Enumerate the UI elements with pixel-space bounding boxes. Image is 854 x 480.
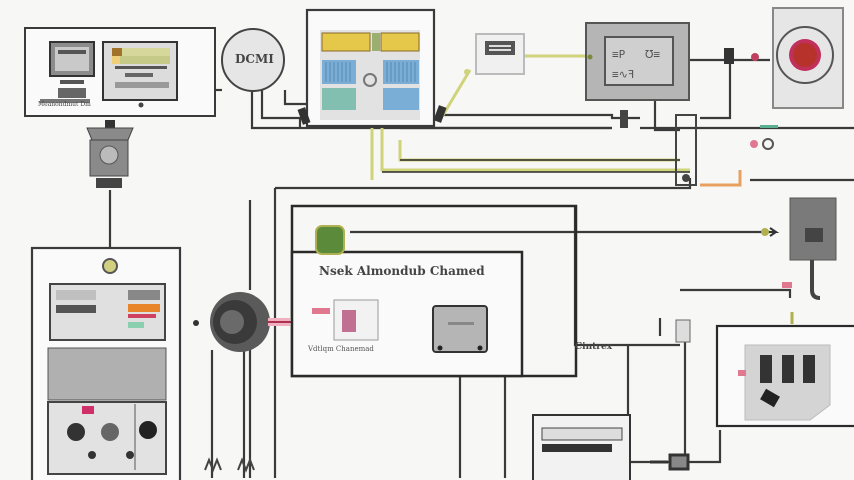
rack-icon[interactable] [320,30,420,120]
dcmi-label: DCMI [235,52,274,66]
svg-text:≡∿ꟻ: ≡∿ꟻ [612,68,634,81]
gauge-icon [86,120,134,188]
display-icon[interactable]: ≡P ℧≡ ≡∿ꟻ [585,22,690,101]
wire [440,113,640,120]
sensor-icon[interactable] [315,225,345,255]
wire-yellow [398,140,680,162]
wire [700,60,732,120]
switch-icon[interactable] [760,197,837,300]
relay-icon[interactable] [738,312,831,421]
sub-panel-label: Vdtlqm Chanemad [308,345,374,353]
wire [275,178,692,190]
controller-icon[interactable] [432,305,488,353]
svg-text:≡P: ≡P [612,48,626,61]
wire [260,90,302,128]
module-icon[interactable] [475,33,525,75]
clamp-icon [297,69,470,125]
wire-orange [700,170,742,187]
wire [573,205,680,347]
circle-node-icon[interactable] [221,28,285,92]
actuator-icon[interactable] [312,299,379,341]
cabinet-icon[interactable] [47,258,167,475]
terminal-icon[interactable] [532,414,690,480]
junction-icon [620,110,697,186]
key-sensor-icon [750,125,778,150]
enclosure-inner [290,250,524,378]
junction-box-icon [675,319,691,343]
stop-button-icon[interactable] [772,7,844,109]
computer-icon [40,41,95,103]
wire-yellow [380,128,690,172]
connector-icon[interactable] [193,292,292,473]
indicator-dot [138,102,144,108]
monitor-icon [102,41,178,101]
control-station-label: Meanondmut Dm [38,101,91,108]
wire [283,90,306,106]
valve-icon [724,48,759,64]
center-tag-label: Cintrex [575,342,613,352]
wire [653,98,680,132]
enclosure-title: Nsek Almondub Chamed [319,264,485,278]
wire [680,288,792,298]
svg-text:℧≡: ℧≡ [645,48,660,61]
